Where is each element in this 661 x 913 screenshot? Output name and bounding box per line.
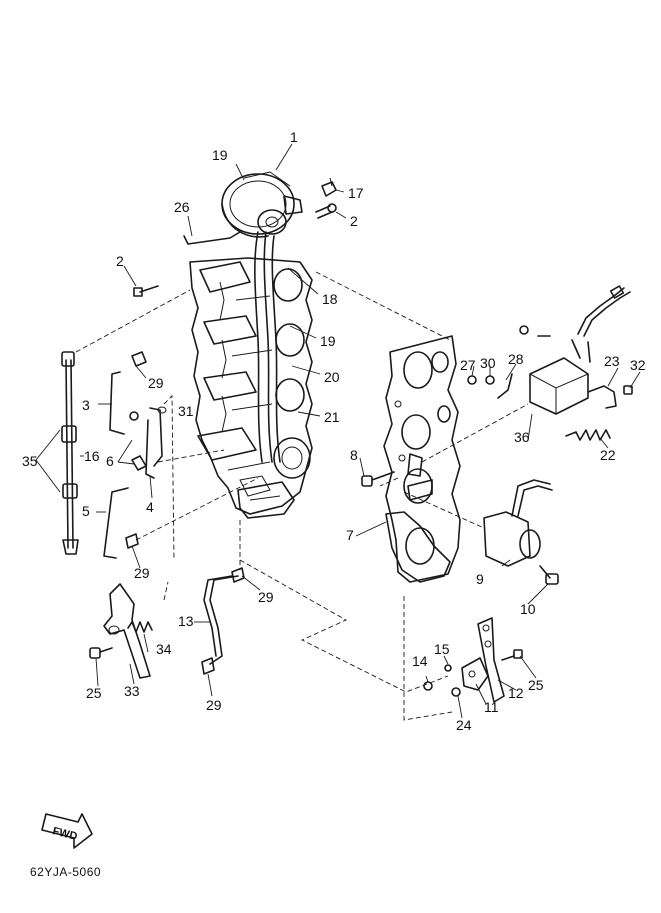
- callout-10: 10: [520, 601, 536, 617]
- rod-16-35: [61, 351, 79, 555]
- diagram-code: 62YJA-5060: [30, 865, 101, 879]
- screw-32: [623, 385, 633, 395]
- callout-4: 4: [146, 499, 154, 515]
- callout-31: 31: [178, 403, 194, 419]
- callout-34: 34: [156, 641, 172, 657]
- callout-17: 17: [348, 185, 364, 201]
- callout-35: 35: [22, 453, 38, 469]
- leader-lines: [35, 143, 641, 721]
- solenoid-36: [529, 285, 631, 415]
- callout-25-left: 25: [86, 685, 102, 701]
- clip-29-c: [231, 567, 245, 583]
- callout-29-a: 29: [148, 375, 164, 391]
- washer-36: [519, 325, 551, 337]
- callout-30: 30: [480, 355, 496, 371]
- lever-12: [477, 617, 505, 703]
- callout-22: 22: [600, 447, 616, 463]
- nut-14: [423, 681, 433, 691]
- screw-8: [361, 471, 395, 487]
- intake-plate: [383, 335, 461, 583]
- callout-14: 14: [412, 653, 428, 669]
- callout-36: 36: [514, 429, 530, 445]
- callout-7: 7: [346, 527, 354, 543]
- washer-15: [444, 664, 452, 672]
- fwd-arrow-icon: FWD: [41, 813, 93, 849]
- callout-1: 1: [290, 129, 298, 145]
- callout-26: 26: [174, 199, 190, 215]
- svg-text:FWD: FWD: [51, 825, 78, 843]
- callout-33: 33: [124, 683, 140, 699]
- callout-28: 28: [508, 351, 524, 367]
- callout-6: 6: [106, 453, 114, 469]
- clip-29-d: [201, 657, 215, 675]
- link-5: [103, 487, 129, 559]
- callout-3: 3: [82, 397, 90, 413]
- callout-19-mid: 19: [320, 333, 336, 349]
- callout-32: 32: [630, 357, 646, 373]
- lever-33: [103, 583, 151, 679]
- screw-25-left: [89, 647, 113, 659]
- washer-24: [451, 687, 461, 697]
- callout-5: 5: [82, 503, 90, 519]
- washer-30: [485, 375, 495, 385]
- rod-13: [203, 575, 239, 665]
- clip-6: [129, 411, 147, 471]
- callout-9: 9: [476, 571, 484, 587]
- fitting-17: [321, 177, 337, 197]
- callout-8: 8: [350, 447, 358, 463]
- callout-labels: 19 1 17 2 26 2 18 19 20 21 29 3 31 6 4 5…: [22, 129, 646, 733]
- callout-21: 21: [324, 409, 340, 425]
- pin-28: [497, 373, 513, 399]
- spring-22: [565, 429, 611, 441]
- callout-12: 12: [508, 685, 524, 701]
- link-3: [109, 371, 125, 435]
- link-rod-26: [183, 231, 241, 245]
- callout-16: 16: [84, 448, 100, 464]
- nut-27: [467, 375, 477, 385]
- cam-pulley-assembly: [221, 171, 303, 238]
- base-plate-7: [385, 511, 451, 583]
- lever-11: [461, 657, 489, 691]
- callout-18: 18: [322, 291, 338, 307]
- clip-29-b: [125, 533, 139, 549]
- callout-25-right: 25: [528, 677, 544, 693]
- callout-27: 27: [460, 357, 476, 373]
- screw-2-upper: [315, 203, 337, 219]
- callout-2-left: 2: [116, 253, 124, 269]
- callout-24: 24: [456, 717, 472, 733]
- callout-20: 20: [324, 369, 340, 385]
- carburetor-stack: [189, 257, 313, 519]
- screw-25-right: [501, 649, 523, 661]
- clip-29-a: [131, 351, 147, 367]
- bracket-23: [587, 385, 617, 409]
- callout-29-c: 29: [258, 589, 274, 605]
- actuator-9: [483, 479, 553, 567]
- callout-11: 11: [484, 699, 499, 715]
- hose-set: [254, 231, 281, 463]
- callout-29-b: 29: [134, 565, 150, 581]
- callout-29-d: 29: [206, 697, 222, 713]
- screw-2-left: [133, 285, 159, 297]
- callout-15: 15: [434, 641, 450, 657]
- screw-10: [539, 565, 559, 585]
- callout-19-top: 19: [212, 147, 228, 163]
- link-31: [149, 406, 167, 467]
- callout-13: 13: [178, 613, 194, 629]
- callout-23: 23: [604, 353, 620, 369]
- link-4: [145, 419, 155, 479]
- spring-34: [127, 621, 153, 633]
- callout-2-upper: 2: [350, 213, 358, 229]
